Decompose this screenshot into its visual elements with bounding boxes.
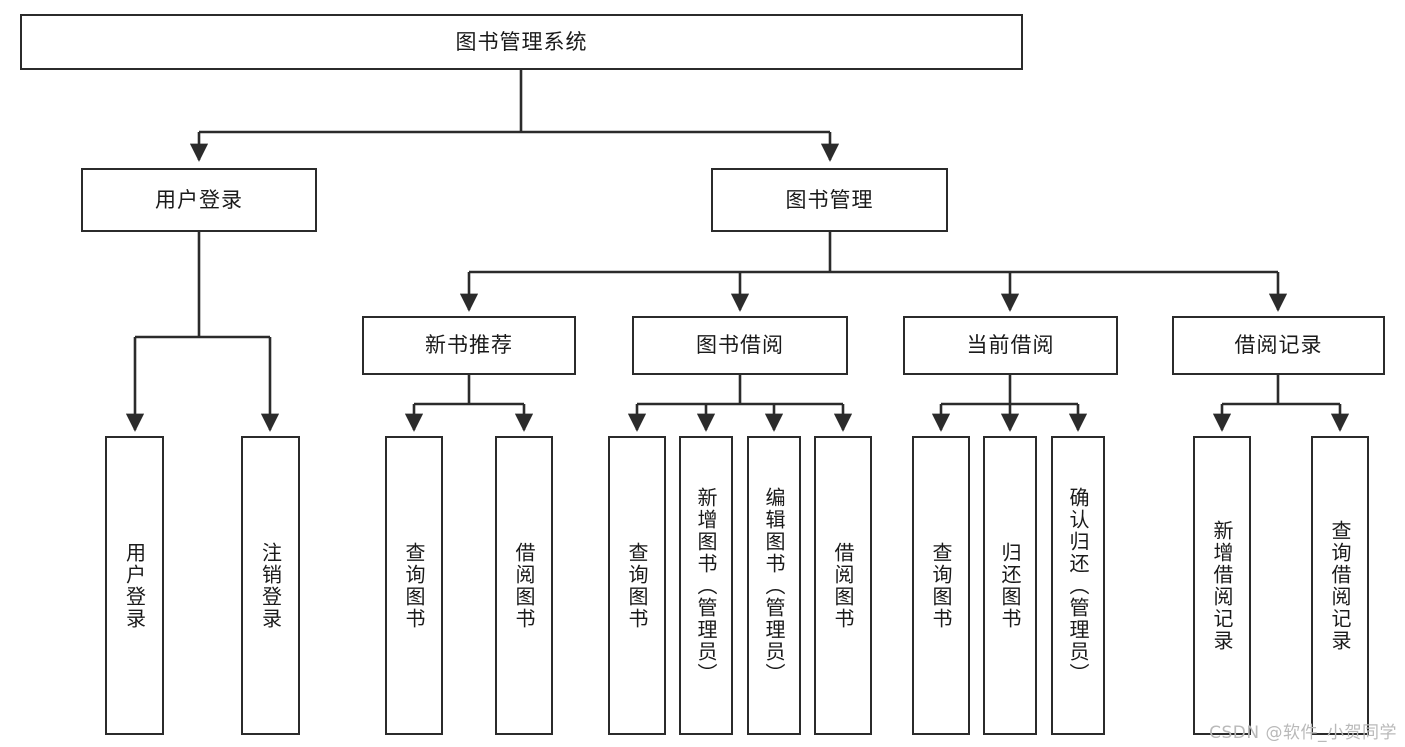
leaf-edit-book[interactable]: 编辑图书（管理员） [747,436,801,735]
node-borrow-record[interactable]: 借阅记录 [1172,316,1385,375]
node-current-borrow-label: 当前借阅 [966,333,1055,358]
node-borrow-record-label: 借阅记录 [1234,333,1323,358]
node-new-book-recommend[interactable]: 新书推荐 [362,316,576,375]
node-book-borrow[interactable]: 图书借阅 [632,316,848,375]
node-book-manage[interactable]: 图书管理 [711,168,948,232]
leaf-user-login[interactable]: 用户登录 [105,436,164,735]
node-user-login-label: 用户登录 [155,187,243,212]
watermark-text: CSDN @软件_小贺同学 [1209,723,1397,743]
leaf-borrow-book-2[interactable]: 借阅图书 [814,436,872,735]
node-current-borrow[interactable]: 当前借阅 [903,316,1118,375]
leaf-confirm-return-label: 确认归还（管理员） [1066,486,1090,685]
leaf-query-record[interactable]: 查询借阅记录 [1311,436,1369,735]
leaf-add-book-label: 新增图书（管理员） [694,486,718,685]
leaf-user-login-label: 用户登录 [122,541,147,630]
leaf-return-book-label: 归还图书 [998,541,1022,630]
leaf-query-book-2-label: 查询图书 [625,541,649,630]
node-root[interactable]: 图书管理系统 [20,14,1023,70]
leaf-query-book-3[interactable]: 查询图书 [912,436,970,735]
node-root-label: 图书管理系统 [455,29,588,54]
leaf-borrow-book-1-label: 借阅图书 [512,541,536,630]
leaf-add-book[interactable]: 新增图书（管理员） [679,436,733,735]
leaf-return-book[interactable]: 归还图书 [983,436,1037,735]
node-book-manage-label: 图书管理 [785,187,874,212]
leaf-query-book-1-label: 查询图书 [402,541,426,630]
leaf-query-record-label: 查询借阅记录 [1328,519,1352,652]
node-user-login[interactable]: 用户登录 [81,168,317,232]
leaf-add-record[interactable]: 新增借阅记录 [1193,436,1251,735]
leaf-logout-login[interactable]: 注销登录 [241,436,300,735]
leaf-add-record-label: 新增借阅记录 [1210,519,1234,652]
leaf-edit-book-label: 编辑图书（管理员） [762,486,786,685]
node-new-book-recommend-label: 新书推荐 [425,333,513,358]
leaf-borrow-book-2-label: 借阅图书 [831,541,855,630]
leaf-logout-login-label: 注销登录 [258,541,283,630]
node-book-borrow-label: 图书借阅 [696,333,784,358]
leaf-borrow-book-1[interactable]: 借阅图书 [495,436,553,735]
leaf-confirm-return[interactable]: 确认归还（管理员） [1051,436,1105,735]
leaf-query-book-3-label: 查询图书 [929,541,953,630]
leaf-query-book-1[interactable]: 查询图书 [385,436,443,735]
leaf-query-book-2[interactable]: 查询图书 [608,436,666,735]
